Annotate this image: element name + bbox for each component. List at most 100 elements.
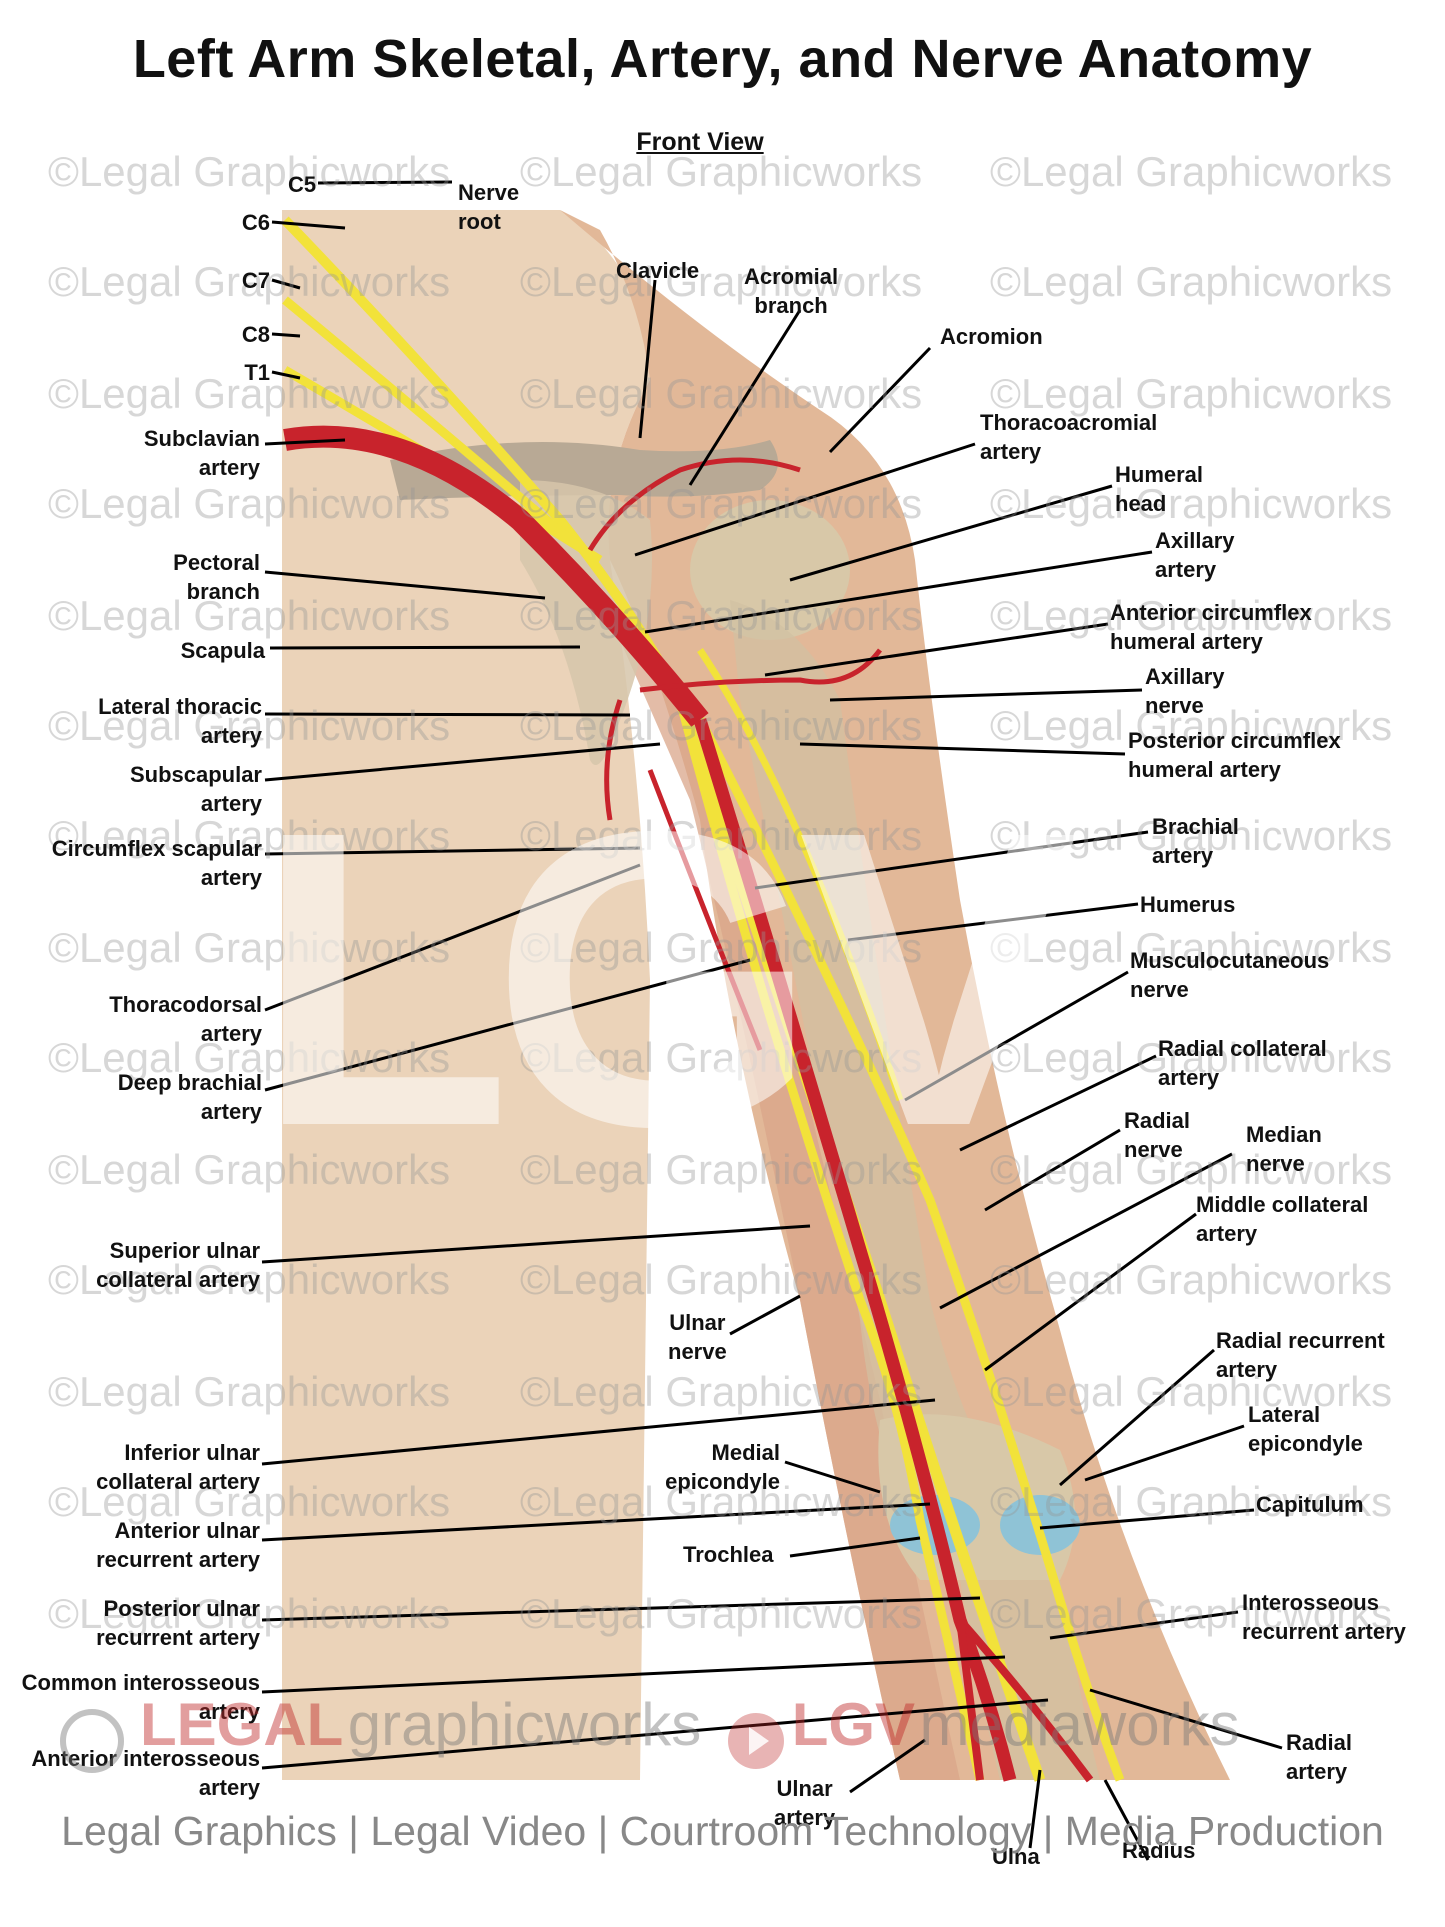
label-deep-brachial-artery: Deep brachial artery [117,1070,262,1124]
watermark: ©Legal Graphicworks [520,1034,923,1081]
label-c6: C6 [241,210,270,235]
leader-line [1059,1348,1215,1487]
leader-line [634,442,976,557]
watermark: ©Legal Graphicworks [990,924,1393,971]
watermark: ©Legal Graphicworks [990,370,1393,417]
leader-line [849,1738,926,1794]
logo-lgv: LGV [791,1691,916,1758]
watermark: ©Legal Graphicworks [990,1034,1393,1081]
leader-line [317,180,453,185]
leader-line [789,484,1113,582]
label-posterior-ulnar-recurrent-artery: Posterior ulnar recurrent artery [96,1596,260,1650]
watermark: ©Legal Graphicworks [520,702,923,749]
leader-line [271,220,346,230]
watermark: ©Legal Graphicworks [48,370,451,417]
circumflex-branch [639,648,882,693]
leader-line [264,863,641,1012]
label-radial-nerve: Radial nerve [1124,1108,1191,1162]
leader-line [638,279,657,439]
footer-tagline: Legal Graphics | Legal Video | Courtroom… [61,1808,1384,1854]
watermark: ©Legal Graphicworks [990,1478,1393,1525]
label-humeral-head: Humeral head [1115,462,1204,516]
label-acromion: Acromion [940,324,1043,349]
label-radius: Radius [1122,1838,1196,1863]
leader-line [261,1398,936,1466]
watermark: ©Legal Graphicworks [520,924,923,971]
leader-line [799,742,1126,756]
leader-line [1028,1769,1042,1849]
label-nerve-root: Nerve root [458,180,520,234]
scapular-branch [604,699,623,821]
page-title: Left Arm Skeletal, Artery, and Nerve Ana… [132,29,1313,89]
label-c8: C8 [241,322,270,347]
label-pectoral-branch: Pectoral branch [173,550,260,604]
lgv-center-watermark: LGV [255,745,1078,1214]
watermark: ©Legal Graphicworks [520,258,923,305]
label-interosseous-recurrent-artery: Interosseous recurrent artery [1242,1590,1406,1644]
label-radial-collateral-artery: Radial collateral artery [1158,1036,1327,1090]
label-axillary-artery: Axillary artery [1155,528,1235,582]
watermark: ©Legal Graphicworks [48,924,451,971]
brachial-artery-path [693,718,1017,1782]
leader-line [904,970,1129,1102]
label-trochlea: Trochlea [683,1542,774,1567]
leader-line [1089,1688,1283,1750]
label-ulna: Ulna [992,1844,1040,1869]
label-clavicle: Clavicle [616,258,700,283]
label-lateral-thoracic-artery: Lateral thoracic artery [98,694,262,748]
radial-nerve-path [686,697,1125,1782]
watermark: ©Legal Graphicworks [520,1478,923,1525]
leader-line [789,1536,921,1558]
watermark: ©Legal Graphicworks [48,812,451,859]
label-radial-recurrent-artery: Radial recurrent artery [1216,1328,1385,1382]
watermark: ©Legal Graphicworks [990,480,1393,527]
watermark: ©Legal Graphicworks [520,480,923,527]
view-subtitle: Front View [636,128,764,156]
watermark: ©Legal Graphicworks [990,258,1393,305]
label-common-interosseous-artery: Common interosseous artery [21,1670,260,1724]
watermark: ©Legal Graphicworks [48,592,451,639]
watermark: ©Legal Graphicworks [990,148,1393,195]
watermark: ©Legal Graphicworks [520,1146,923,1193]
watermark: ©Legal Graphicworks [990,1590,1393,1637]
leader-line [984,1128,1121,1212]
leader-line [261,1596,981,1622]
label-thoracoacromial-artery: Thoracoacromial artery [980,410,1158,464]
leader-line [754,830,1149,890]
logo-legal: LEGAL [140,1691,344,1758]
watermark: ©Legal Graphicworks [520,1256,923,1303]
ulnar-nerve-path [675,698,985,1782]
leader-line [271,332,301,338]
thoracoacromial-branch [587,457,801,552]
watermark: ©Legal Graphicworks [520,370,923,417]
leader-line [271,278,301,290]
leader-line [688,309,802,486]
leader-line [264,846,641,856]
magnifier-icon [60,1708,124,1773]
brand-logo-row: LEGAL graphicworks LGV mediaworks [60,1690,1240,1773]
leader-line [847,902,1139,942]
leader-line [264,742,661,782]
watermark: ©Legal Graphicworks [520,1590,923,1637]
label-middle-collateral-artery: Middle collateral artery [1196,1192,1369,1246]
label-medial-epicondyle: Medial epicondyle [665,1440,780,1494]
label-anterior-circumflex-humeral-artery: Anterior circumflex humeral artery [1110,600,1312,654]
watermark: ©Legal Graphicworks [520,1368,923,1415]
leader-line [1039,1508,1255,1530]
watermark: ©Legal Graphicworks [48,1478,451,1525]
watermark: ©Legal Graphicworks [990,812,1393,859]
leader-line [984,1212,1197,1372]
label-axillary-nerve: Axillary nerve [1145,664,1225,718]
leader-lines [261,180,1283,1861]
brachial-plexus-nerve-2 [282,296,573,544]
radial-artery-path [956,1617,1094,1783]
leader-line [828,346,932,454]
logo-mediaworks: mediaworks [919,1691,1240,1758]
label-musculocutaneous-nerve: Musculocutaneous nerve [1130,948,1330,1002]
label-posterior-circumflex-humeral-artery: Posterior circumflex humeral artery [1128,728,1341,782]
leader-line [644,550,1153,634]
leader-line [784,1460,881,1494]
watermark: ©Legal Graphicworks [48,258,451,305]
